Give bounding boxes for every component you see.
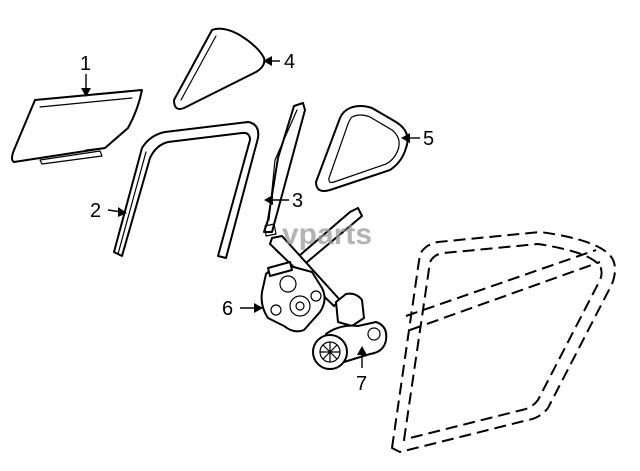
quarter-glass — [173, 27, 266, 110]
door-glass — [11, 89, 143, 165]
callout-6: 6 — [222, 298, 233, 320]
callout-7: 7 — [356, 373, 367, 395]
svg-text:vparts: vparts — [282, 218, 372, 251]
quarter-window-assembly — [315, 105, 409, 192]
division-bar — [263, 102, 306, 237]
regulator-motor — [312, 292, 388, 370]
callout-1: 1 — [80, 53, 91, 75]
callout-4: 4 — [284, 51, 295, 73]
window-regulator — [260, 207, 363, 333]
callout-leaders — [81, 56, 420, 368]
callout-5: 5 — [423, 128, 434, 150]
rear-door-outline — [391, 231, 616, 453]
watermark-logo: vparts — [282, 218, 372, 251]
callout-3: 3 — [292, 190, 303, 212]
callout-2: 2 — [90, 200, 101, 222]
glass-run-channel — [113, 121, 260, 259]
